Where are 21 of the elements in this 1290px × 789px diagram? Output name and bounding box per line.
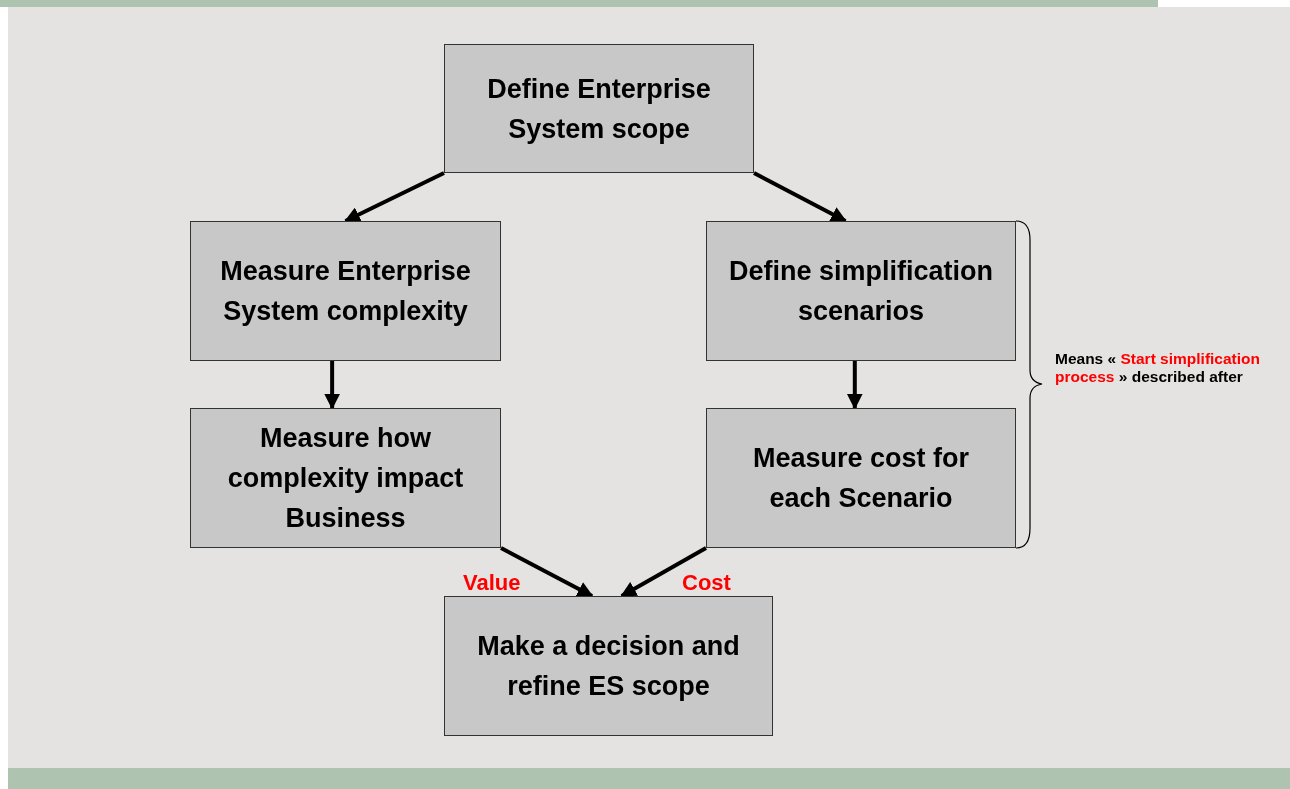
box-text: Measure Enterprise System complexity	[219, 255, 472, 328]
arrow	[846, 361, 863, 410]
arrow	[324, 361, 341, 410]
process-box	[190, 221, 501, 361]
box-text: Make a decision and refine ES scope	[476, 630, 741, 703]
arrow	[753, 171, 847, 223]
process-box	[190, 408, 501, 548]
process-box	[706, 221, 1016, 361]
edge-label: Cost	[682, 569, 731, 597]
box-text: Measure cost for each Scenario	[751, 442, 971, 515]
arrow	[500, 546, 594, 598]
arrow	[344, 171, 445, 223]
process-box	[706, 408, 1016, 548]
process-box	[444, 596, 773, 736]
box-text: Measure how complexity impact Business	[226, 422, 465, 535]
edge-label: Value	[463, 569, 521, 597]
box-text: Define Enterprise System scope	[486, 72, 712, 146]
note-text: Means « Start simplification process » described after	[1055, 350, 1261, 386]
arrow	[620, 546, 707, 598]
box-text: Define simplification scenarios	[727, 255, 994, 328]
process-box	[444, 44, 754, 173]
